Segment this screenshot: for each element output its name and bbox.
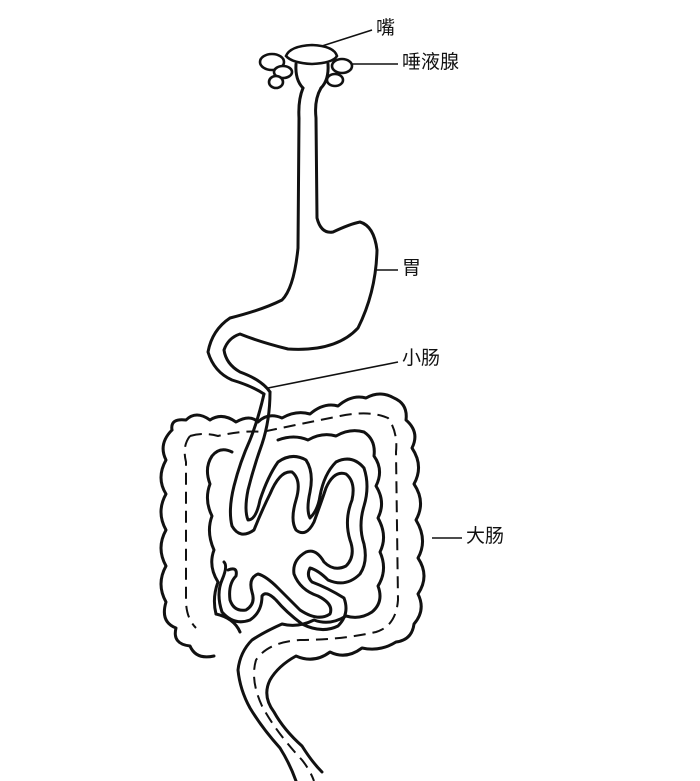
mouth-drawing (258, 43, 354, 90)
esophagus-stomach-drawing (206, 86, 379, 396)
stomach-label: 胃 (402, 257, 422, 279)
salivary-glands-label: 唾液腺 (402, 51, 460, 73)
small-intestine-drawing (217, 390, 369, 631)
small-intestine-label: 小肠 (402, 347, 441, 369)
small-intestine-leader-line (267, 361, 399, 389)
large-intestine-label: 大肠 (466, 525, 505, 547)
large-intestine-drawing (159, 392, 426, 781)
mouth-label: 嘴 (376, 17, 396, 39)
mouth-leader-line (321, 29, 373, 47)
